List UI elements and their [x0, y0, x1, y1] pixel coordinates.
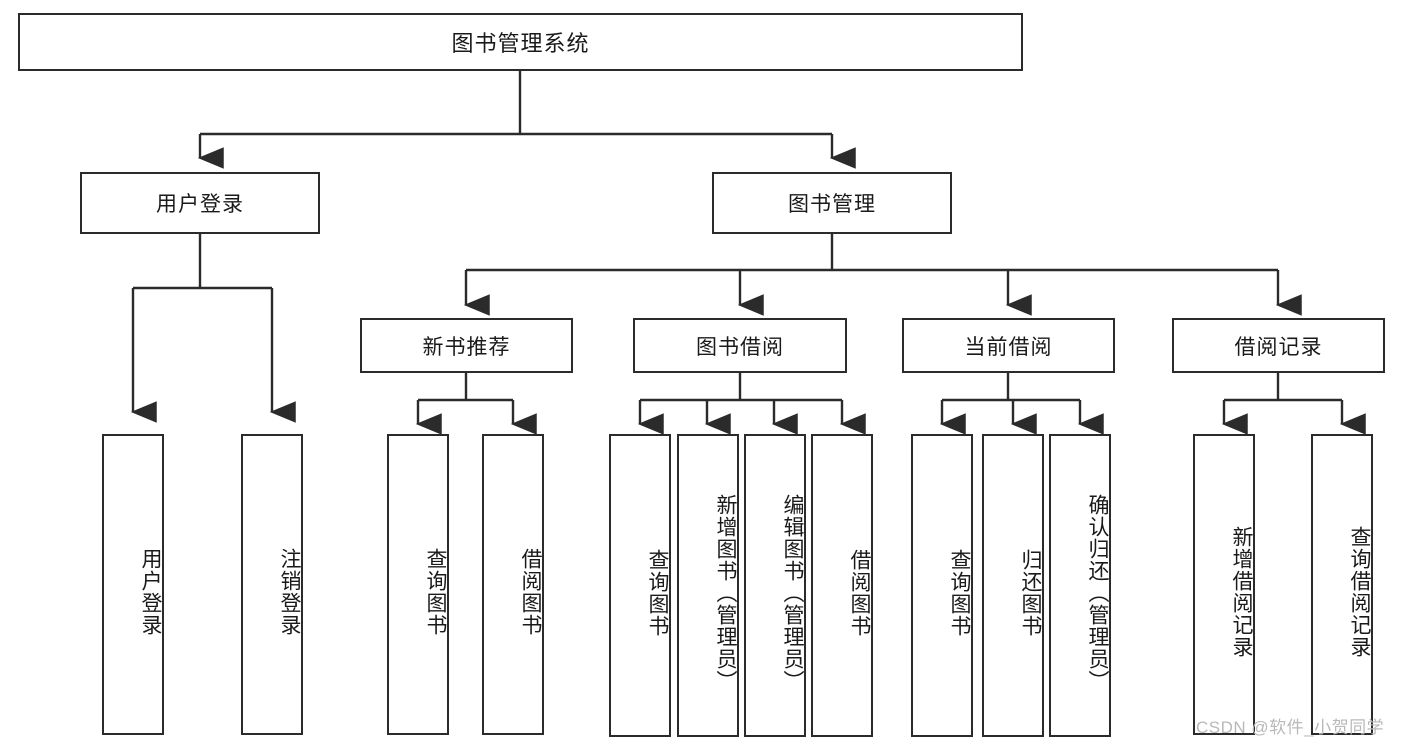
- node-label: 图书借阅: [696, 335, 784, 359]
- node-book-borrow[interactable]: 图书借阅: [633, 318, 847, 373]
- node-current-borrow[interactable]: 当前借阅: [902, 318, 1115, 373]
- leaf-book-borrow-edit-book-admin[interactable]: 编辑图书（管理员）: [744, 434, 806, 737]
- leaf-user-login-logout[interactable]: 注销登录: [241, 434, 303, 735]
- node-borrow-record[interactable]: 借阅记录: [1172, 318, 1385, 373]
- leaf-user-login-login[interactable]: 用户登录: [102, 434, 164, 735]
- csdn-watermark: CSDN @软件_小贺同学: [1196, 718, 1385, 737]
- node-label: 借阅图书: [519, 547, 542, 636]
- node-label: 图书管理: [788, 193, 876, 216]
- leaf-current-borrow-confirm-return-admin[interactable]: 确认归还（管理员）: [1049, 434, 1111, 737]
- node-label: 新书推荐: [422, 335, 511, 359]
- leaf-borrow-record-query-record[interactable]: 查询借阅记录: [1311, 434, 1373, 735]
- node-label: 借阅记录: [1234, 335, 1323, 359]
- node-label: 用户登录: [139, 547, 162, 636]
- node-root-book-management-system[interactable]: 图书管理系统: [18, 13, 1023, 71]
- node-label: 新增借阅记录: [1230, 525, 1253, 658]
- leaf-book-borrow-add-book-admin[interactable]: 新增图书（管理员）: [677, 434, 739, 737]
- node-label: 图书管理系统: [451, 31, 590, 56]
- node-book-management[interactable]: 图书管理: [712, 172, 952, 234]
- node-label: 查询图书: [646, 548, 669, 637]
- node-label: 当前借阅: [964, 335, 1053, 359]
- node-label: 查询图书: [424, 547, 447, 636]
- node-label: 查询图书: [948, 548, 971, 637]
- leaf-new-book-borrow-book[interactable]: 借阅图书: [482, 434, 544, 735]
- node-new-book-recommend[interactable]: 新书推荐: [360, 318, 573, 373]
- leaf-new-book-query-book[interactable]: 查询图书: [387, 434, 449, 735]
- leaf-current-borrow-query-book[interactable]: 查询图书: [911, 434, 973, 737]
- node-label: 注销登录: [278, 547, 301, 636]
- node-label: 用户登录: [156, 193, 244, 216]
- leaf-book-borrow-borrow-book[interactable]: 借阅图书: [811, 434, 873, 737]
- leaf-borrow-record-add-record[interactable]: 新增借阅记录: [1193, 434, 1255, 735]
- node-user-login[interactable]: 用户登录: [80, 172, 320, 234]
- leaf-book-borrow-query-book[interactable]: 查询图书: [609, 434, 671, 737]
- node-label: 确认归还（管理员）: [1086, 493, 1109, 692]
- node-label: 归还图书: [1019, 548, 1042, 637]
- node-label: 新增图书（管理员）: [714, 493, 737, 692]
- leaf-current-borrow-return-book[interactable]: 归还图书: [982, 434, 1044, 737]
- node-label: 编辑图书（管理员）: [781, 493, 804, 692]
- node-label: 查询借阅记录: [1348, 525, 1371, 658]
- node-label: 借阅图书: [848, 548, 871, 637]
